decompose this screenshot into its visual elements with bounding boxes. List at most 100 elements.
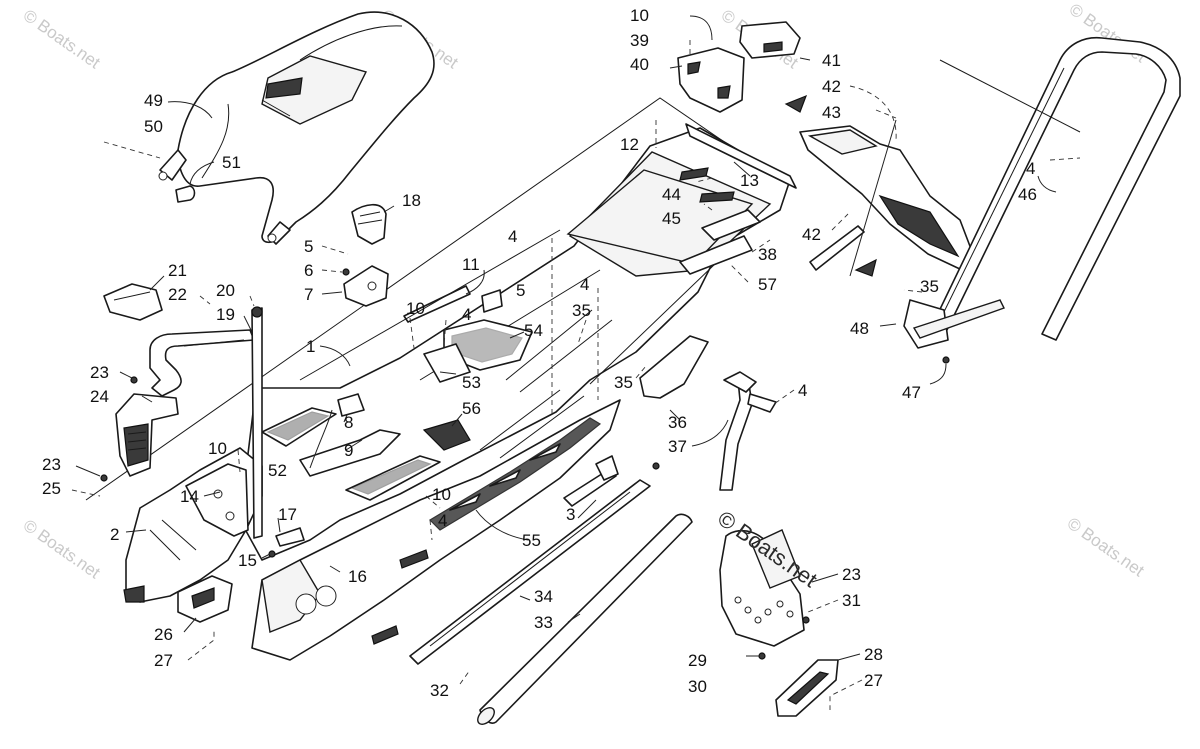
lead-26	[183, 617, 197, 633]
lead-19	[243, 315, 253, 333]
callout-14: 14	[180, 487, 199, 506]
shield-18	[351, 203, 387, 245]
callout-12: 12	[620, 135, 639, 154]
callout-31: 31	[842, 591, 861, 610]
lead-34	[519, 595, 531, 601]
hitch-14-hole-b	[225, 511, 235, 521]
lead-21	[149, 275, 165, 291]
callout-47: 47	[902, 383, 921, 402]
chain-37-hook	[747, 393, 777, 413]
lead-49	[167, 101, 213, 119]
lead-28	[837, 653, 861, 661]
cap-24-grille	[123, 423, 149, 467]
plate-41-slot	[763, 41, 783, 53]
callout-10: 10	[406, 299, 425, 318]
screw-6	[342, 268, 350, 276]
flap-reference-line	[849, 119, 897, 277]
bracket-7-hole	[367, 281, 377, 291]
footrest-hole-6	[786, 610, 794, 618]
seat-cover-panel	[261, 55, 368, 125]
callout-35: 35	[614, 373, 633, 392]
plate-26-slot	[191, 587, 215, 609]
callout-42: 42	[822, 77, 841, 96]
bracket-39-window-a	[687, 61, 701, 75]
seat-side-line	[201, 103, 230, 179]
tunnel-stripe-a	[505, 309, 613, 393]
callout-20: 20	[216, 281, 235, 300]
callout-38: 38	[758, 245, 777, 264]
callout-35: 35	[572, 301, 591, 320]
lead-7	[321, 291, 343, 295]
lead-5a	[321, 245, 349, 255]
callout-40: 40	[630, 55, 649, 74]
tunnel-step-9	[299, 429, 401, 477]
lead-20	[249, 295, 255, 307]
lead-56	[451, 413, 463, 427]
lead-9	[345, 439, 363, 451]
callout-18: 18	[402, 191, 421, 210]
lead-42a	[849, 85, 897, 141]
lead-23c	[811, 573, 839, 583]
lead-24	[141, 395, 153, 403]
lead-4f	[429, 519, 433, 541]
callout-16: 16	[348, 567, 367, 586]
lead-13	[733, 161, 751, 177]
hitch-14-hole-a	[213, 489, 223, 499]
lead-43	[875, 109, 897, 119]
callout-11: 11	[462, 255, 480, 274]
lead-55	[475, 509, 529, 541]
callout-28: 28	[864, 645, 883, 664]
bracket-7	[343, 265, 389, 307]
callout-22: 22	[168, 285, 187, 304]
callout-1: 1	[306, 337, 315, 356]
seat-front-strap	[159, 149, 187, 181]
left-side-plate	[123, 447, 263, 603]
footrest-hole-3	[754, 616, 762, 624]
lead-14	[203, 491, 221, 497]
footrest-assembly	[719, 529, 863, 717]
bumper-outline	[939, 59, 1081, 133]
flap-36	[639, 335, 709, 399]
rail-34	[409, 479, 651, 665]
lead-32	[459, 669, 471, 685]
chain-37-bracket	[723, 371, 757, 393]
callout-4: 4	[798, 381, 807, 400]
nut-31	[802, 616, 810, 624]
callout-41: 41	[822, 51, 841, 70]
rivet-line	[299, 229, 561, 381]
lead-16	[329, 565, 341, 573]
callout-27: 27	[864, 671, 883, 690]
reinforcement-38	[701, 209, 761, 241]
bolt-20-head	[251, 306, 263, 318]
rear-bracket-assembly	[669, 15, 811, 113]
callout-23: 23	[842, 565, 861, 584]
seat-strap-grommet	[158, 171, 168, 181]
callout-2: 2	[110, 525, 119, 544]
watermark-bottom-right: © Boats.net	[1064, 514, 1148, 581]
lead-48	[879, 323, 897, 327]
callout-5: 5	[304, 237, 313, 256]
callout-5: 5	[516, 281, 525, 300]
watermark-top-left: © Boats.net	[20, 6, 104, 73]
cover-5	[481, 289, 503, 313]
lead-27b	[829, 679, 863, 710]
rear-flap-tread	[878, 194, 960, 258]
cap-24-slats	[127, 431, 147, 451]
side-panel-hole-b	[315, 585, 337, 607]
lead-23b	[75, 465, 101, 477]
lead-18	[383, 205, 395, 213]
seat-assembly	[103, 11, 435, 245]
footrest-bracket	[751, 529, 801, 589]
bracket-56	[422, 419, 471, 451]
chain-37	[719, 377, 753, 491]
callout-55: 55	[522, 531, 541, 550]
callout-33: 33	[534, 613, 553, 632]
nut-rail-34	[652, 462, 660, 470]
cover-plate-8	[337, 393, 365, 417]
callout-54: 54	[524, 321, 543, 340]
callout-4: 4	[1026, 159, 1035, 178]
callout-30: 30	[688, 677, 707, 696]
callout-37: 37	[668, 437, 687, 456]
footrest-hole-2	[744, 606, 752, 614]
callout-4: 4	[580, 275, 589, 294]
